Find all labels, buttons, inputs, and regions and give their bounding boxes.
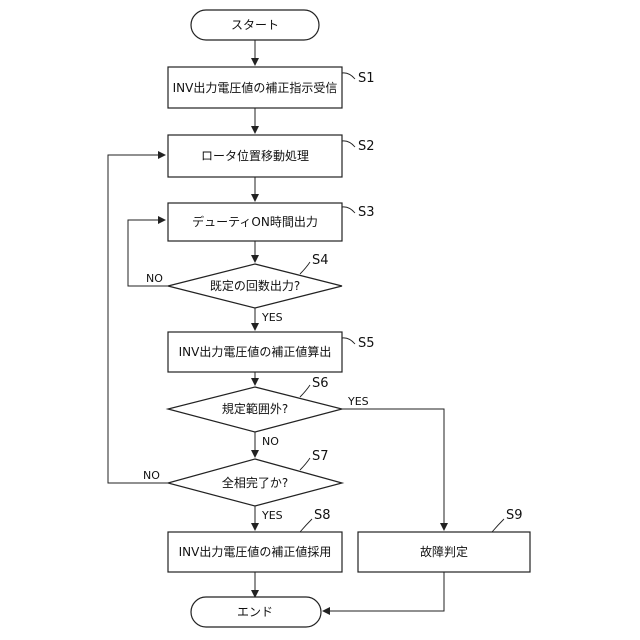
- branch-s6-yes-to-s9: [342, 409, 444, 530]
- connector-s9-end: [323, 572, 444, 611]
- process-s1-label: INV出力電圧値の補正指示受信: [173, 80, 338, 95]
- step-s6-label: S6: [312, 376, 329, 391]
- step-s9-leader: [492, 519, 504, 532]
- decision-s6: 規定範囲外?: [168, 387, 342, 432]
- step-s4-label: S4: [312, 253, 329, 268]
- step-s1-leader: [342, 73, 355, 79]
- process-s8: INV出力電圧値の補正値採用: [168, 532, 342, 572]
- step-s8-label: S8: [314, 508, 331, 523]
- process-s3-label: デューティON時間出力: [192, 214, 318, 229]
- process-s5: INV出力電圧値の補正値算出: [168, 332, 342, 372]
- decision-s7-label: 全相完了か?: [222, 475, 288, 490]
- step-s3-leader: [342, 207, 355, 213]
- process-s9-label: 故障判定: [420, 544, 468, 559]
- decision-s6-label: 規定範囲外?: [222, 401, 288, 416]
- branch-s4-no: NO: [146, 272, 163, 285]
- process-s8-label: INV出力電圧値の補正値採用: [179, 544, 332, 559]
- process-s1: INV出力電圧値の補正指示受信: [168, 67, 342, 108]
- loop-s7-no-to-s2: [108, 155, 168, 483]
- step-s8-leader: [300, 519, 312, 532]
- process-s9: 故障判定: [358, 532, 530, 572]
- decision-s4-label: 既定の回数出力?: [210, 278, 300, 293]
- step-s3-label: S3: [358, 205, 375, 220]
- step-s5-leader: [342, 338, 355, 344]
- start-terminal: スタート: [191, 10, 319, 40]
- process-s3: デューティON時間出力: [168, 203, 342, 241]
- step-s6-leader: [300, 385, 310, 397]
- end-terminal: エンド: [191, 597, 321, 627]
- branch-s6-no: NO: [262, 435, 279, 448]
- step-s2-label: S2: [358, 139, 375, 154]
- end-label: エンド: [237, 605, 273, 619]
- branch-s7-no: NO: [143, 469, 160, 482]
- connectors: [108, 40, 444, 611]
- process-s2-label: ロータ位置移動処理: [201, 148, 309, 163]
- process-s5-label: INV出力電圧値の補正値算出: [179, 344, 332, 359]
- step-s7-leader: [300, 458, 310, 470]
- branch-s6-yes: YES: [347, 395, 369, 408]
- step-s7-label: S7: [312, 449, 329, 464]
- decision-s7: 全相完了か?: [168, 459, 342, 506]
- step-s9-label: S9: [506, 508, 523, 523]
- branch-s7-yes: YES: [261, 509, 283, 522]
- step-s2-leader: [342, 141, 355, 147]
- start-label: スタート: [231, 18, 279, 32]
- branch-s4-yes: YES: [261, 311, 283, 324]
- process-s2: ロータ位置移動処理: [168, 135, 342, 177]
- step-s4-leader: [300, 262, 310, 274]
- decision-s4: 既定の回数出力?: [168, 264, 342, 308]
- step-s1-label: S1: [358, 71, 375, 86]
- step-s5-label: S5: [358, 336, 375, 351]
